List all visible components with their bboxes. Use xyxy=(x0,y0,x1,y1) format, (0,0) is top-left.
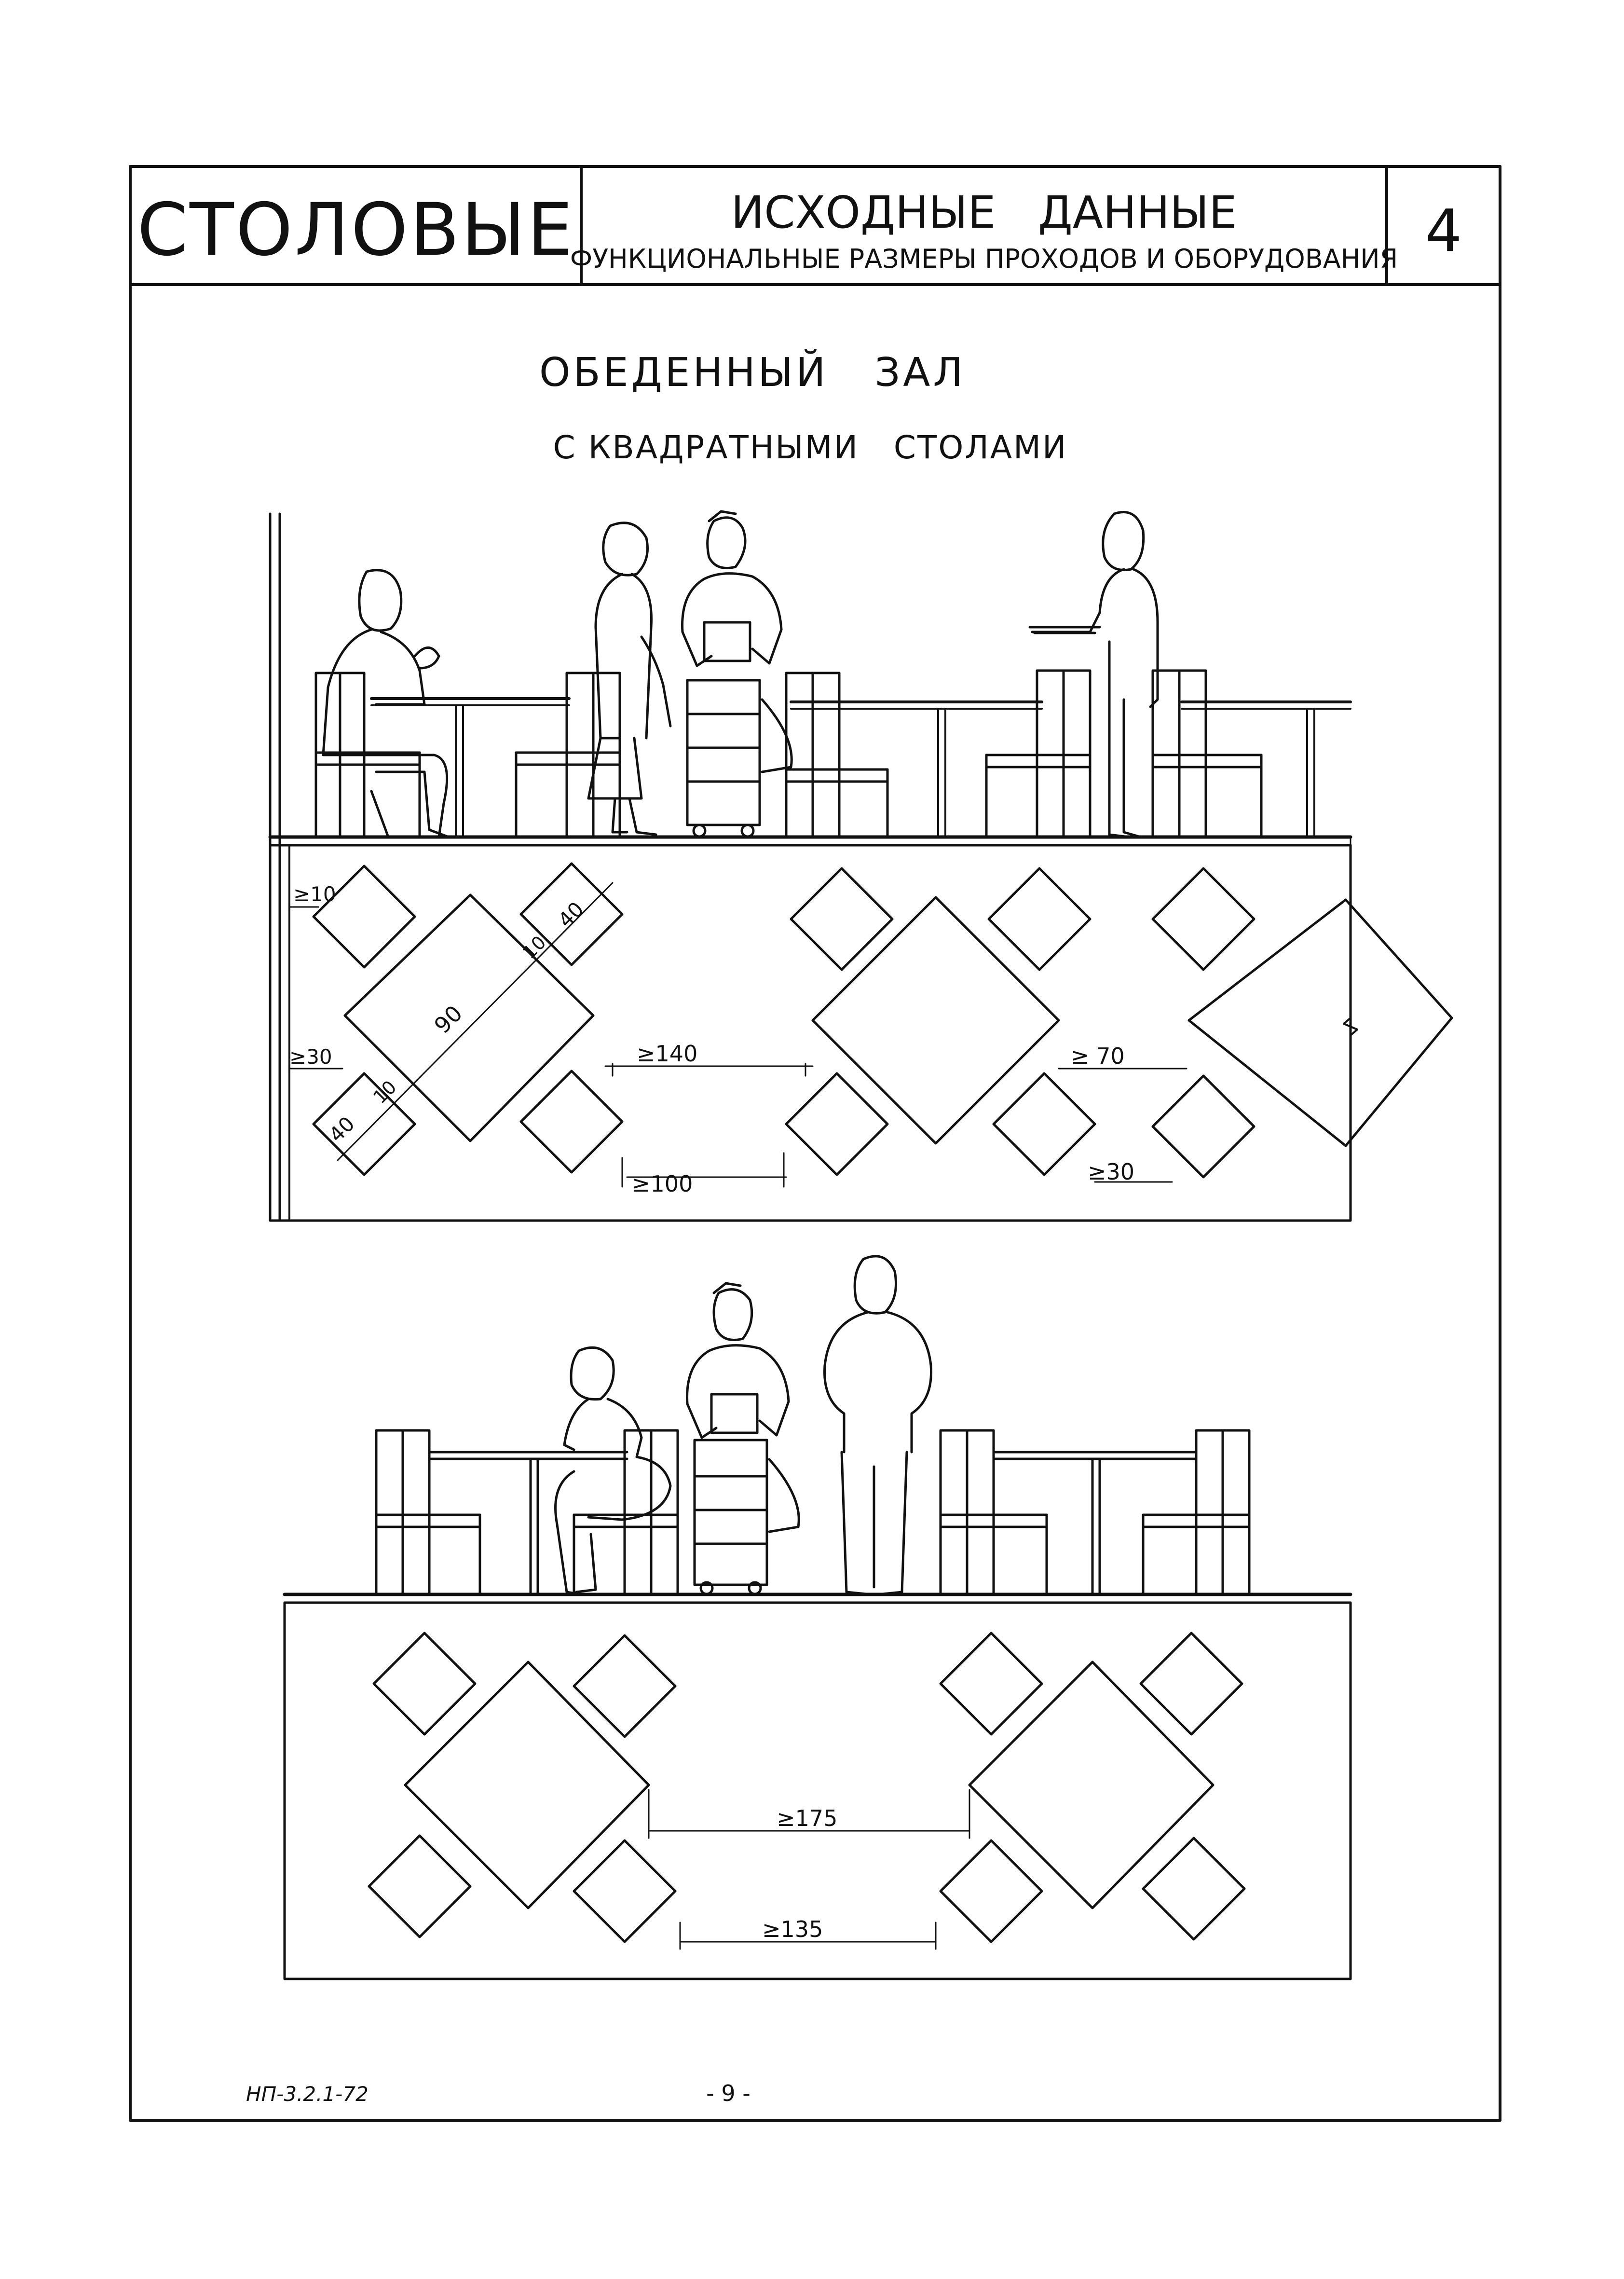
dim-label: ≥30 xyxy=(1088,1159,1134,1185)
chair-plan xyxy=(785,1072,889,1176)
serving-trolley xyxy=(693,1439,768,1595)
standing-woman-figure xyxy=(587,522,672,836)
elevation-1 xyxy=(268,510,1352,1222)
waiter-figure xyxy=(1028,511,1159,838)
dim-label: 10 xyxy=(519,932,550,963)
table-elevation xyxy=(1180,700,1352,838)
document-code: НП-3.2.1-72 xyxy=(246,2082,368,2106)
chair-plan xyxy=(939,1632,1043,1736)
chair-plan xyxy=(992,1072,1096,1176)
chair-plan xyxy=(519,1070,624,1174)
table-elevation xyxy=(428,1451,628,1596)
serving-trolley xyxy=(686,679,761,838)
dim-label: 40 xyxy=(553,897,588,932)
dim-label: 10 xyxy=(369,1076,400,1108)
header-title: ИСХОДНЫЕ ДАННЫЕ xyxy=(731,187,1237,238)
plan-2: ≥175 ≥135 xyxy=(283,1601,1352,1980)
dim-label: ≥ 70 xyxy=(1071,1043,1125,1069)
table-elevation xyxy=(790,700,1043,838)
table-plan xyxy=(343,893,595,1142)
dim-label: 90 xyxy=(429,1000,468,1039)
table-elevation xyxy=(992,1451,1198,1596)
page-number: - 9 - xyxy=(706,2080,751,2106)
chair-plan xyxy=(1151,1074,1256,1179)
dim-label: ≥135 xyxy=(762,1916,823,1942)
elevation-2 xyxy=(283,1255,1352,1604)
chair-plan xyxy=(312,865,416,969)
dim-label: ≥140 xyxy=(637,1041,697,1067)
waitress-figure xyxy=(686,1282,800,1533)
dim-label: ≥30 xyxy=(289,1045,332,1069)
chair-plan xyxy=(790,867,894,971)
chair-elevation xyxy=(1151,669,1263,838)
chair-elevation xyxy=(515,672,621,838)
section-subtitle: С КВАДРАТНЫМИ СТОЛАМИ xyxy=(553,429,1068,466)
chair-plan xyxy=(312,1072,416,1176)
seated-person-figure xyxy=(554,1346,672,1596)
table-plan xyxy=(404,1661,650,1909)
chair-plan xyxy=(372,1632,477,1736)
chair-plan xyxy=(1151,867,1256,971)
chair-plan xyxy=(939,1839,1043,1943)
chair-elevation xyxy=(939,1429,1048,1596)
header-subtitle: ФУНКЦИОНАЛЬНЫЕ РАЗМЕРЫ ПРОХОДОВ И ОБОРУД… xyxy=(570,244,1398,274)
waitress-figure xyxy=(681,510,793,773)
dim-label: ≥175 xyxy=(777,1805,837,1831)
chair-elevation xyxy=(985,669,1092,838)
table-plan xyxy=(968,1661,1215,1909)
chair-plan xyxy=(1139,1632,1243,1736)
chair-plan xyxy=(519,862,624,966)
chair-plan xyxy=(1142,1837,1246,1941)
dim-label: ≥10 xyxy=(293,882,336,906)
sheet-number: 4 xyxy=(1425,198,1462,265)
chair-plan xyxy=(573,1839,677,1943)
table-elevation xyxy=(370,697,571,838)
standing-man-figure xyxy=(823,1255,932,1596)
category-title: СТОЛОВЫЕ xyxy=(137,188,574,272)
chair-plan xyxy=(573,1634,677,1738)
chair-plan xyxy=(987,867,1092,971)
table-plan xyxy=(811,896,1060,1145)
chair-plan xyxy=(368,1834,472,1938)
sheet-frame xyxy=(129,165,1501,2122)
chair-elevation xyxy=(1142,1429,1251,1596)
plan-1: ≥10 ≥30 40 10 90 10 40 ≥140 ≥ 70 ≥100 ≥3… xyxy=(269,844,1453,1222)
section-title: ОБЕДЕННЫЙ ЗАЛ xyxy=(539,349,966,396)
table-plan xyxy=(1187,898,1453,1147)
chair-elevation xyxy=(375,1429,481,1596)
dim-label: ≥100 xyxy=(632,1171,693,1197)
chair-elevation xyxy=(573,1429,679,1596)
title-block: СТОЛОВЫЕ ИСХОДНЫЕ ДАННЫЕ ФУНКЦИОНАЛЬНЫЕ … xyxy=(129,165,1501,286)
seated-person-figure xyxy=(322,569,450,838)
chair-elevation xyxy=(785,672,889,838)
